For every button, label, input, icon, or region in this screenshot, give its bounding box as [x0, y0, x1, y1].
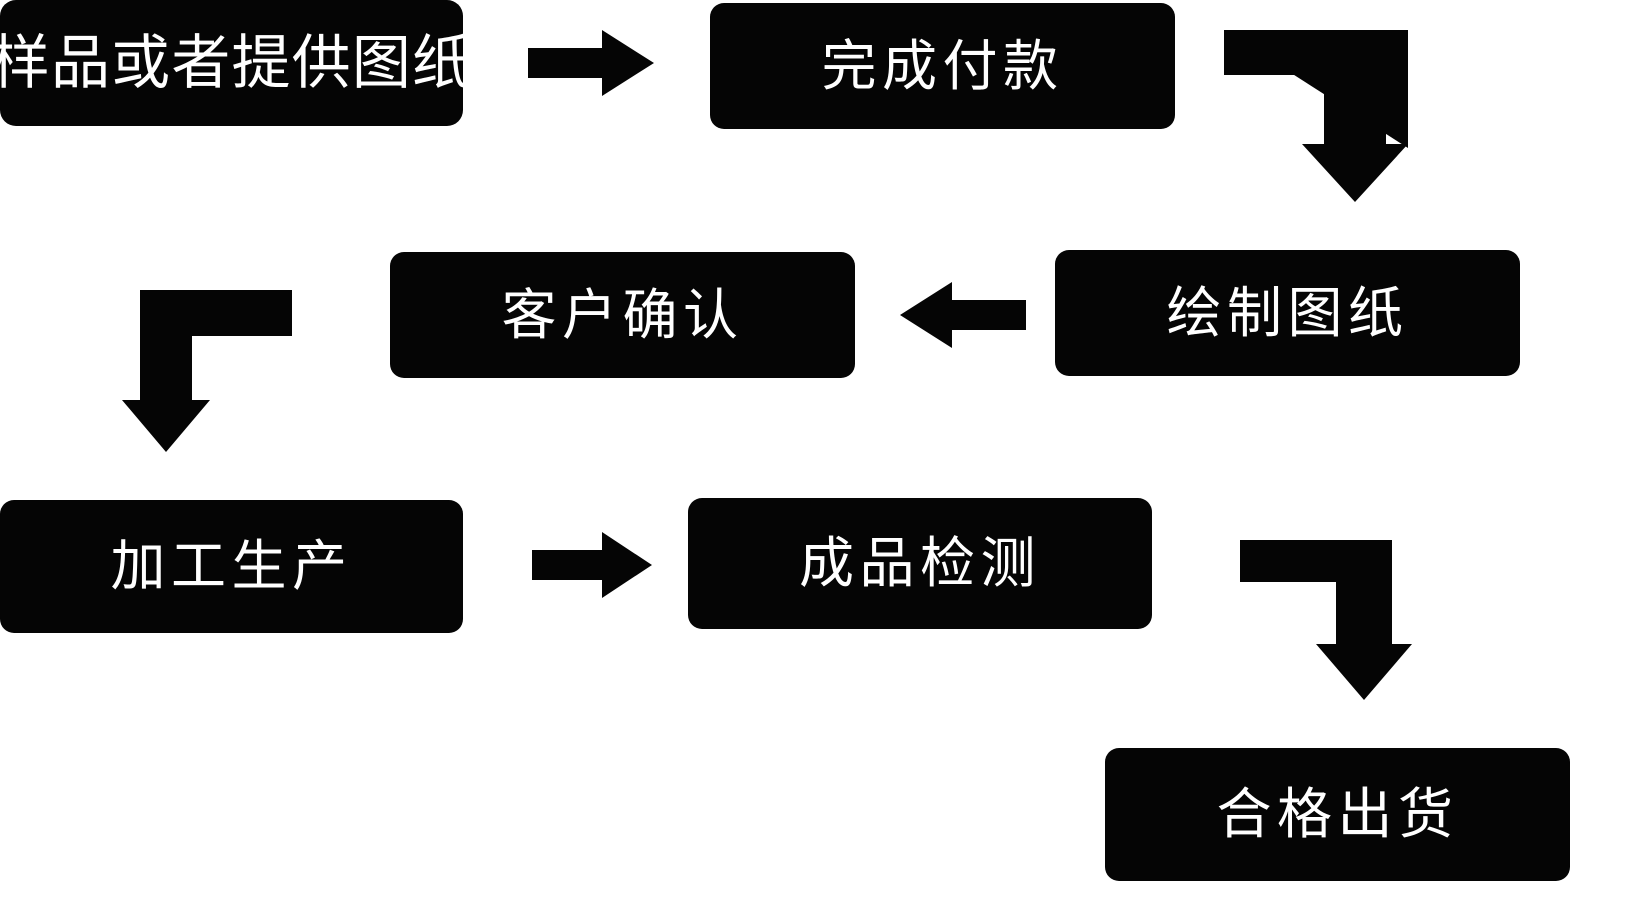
flow-node-confirm-label: 客户确认 — [501, 283, 744, 346]
arrow-inspection-to-shipment-icon — [1240, 540, 1412, 700]
flow-node-payment[interactable]: 完成付款 — [710, 3, 1175, 129]
flow-node-shipment-label: 合格出货 — [1216, 783, 1459, 845]
flow-node-production-label: 加工生产 — [110, 535, 353, 597]
flow-node-shipment[interactable]: 合格出货 — [1105, 748, 1570, 881]
flow-node-drawing[interactable]: 绘制图纸 — [1055, 250, 1520, 376]
arrow-confirm-to-production-icon — [122, 290, 292, 452]
flow-node-production[interactable]: 加工生产 — [0, 500, 463, 633]
flow-node-drawing-label: 绘制图纸 — [1166, 281, 1409, 344]
flow-node-payment-label: 完成付款 — [821, 34, 1064, 97]
arrow-drawing-to-confirm-icon — [900, 282, 1026, 348]
flow-node-sample[interactable]: 样品或者提供图纸 — [0, 0, 471, 126]
flow-node-inspection-label: 成品检测 — [798, 532, 1041, 594]
flow-node-inspection[interactable]: 成品检测 — [688, 498, 1152, 629]
flow-node-confirm[interactable]: 客户确认 — [390, 252, 855, 378]
arrow-payment-to-drawing-icon — [1224, 30, 1408, 202]
arrow-sample-to-payment-icon — [528, 30, 654, 96]
arrow-production-to-inspection-icon — [532, 532, 652, 598]
flow-node-sample-label: 样品或者提供图纸 — [0, 29, 473, 96]
